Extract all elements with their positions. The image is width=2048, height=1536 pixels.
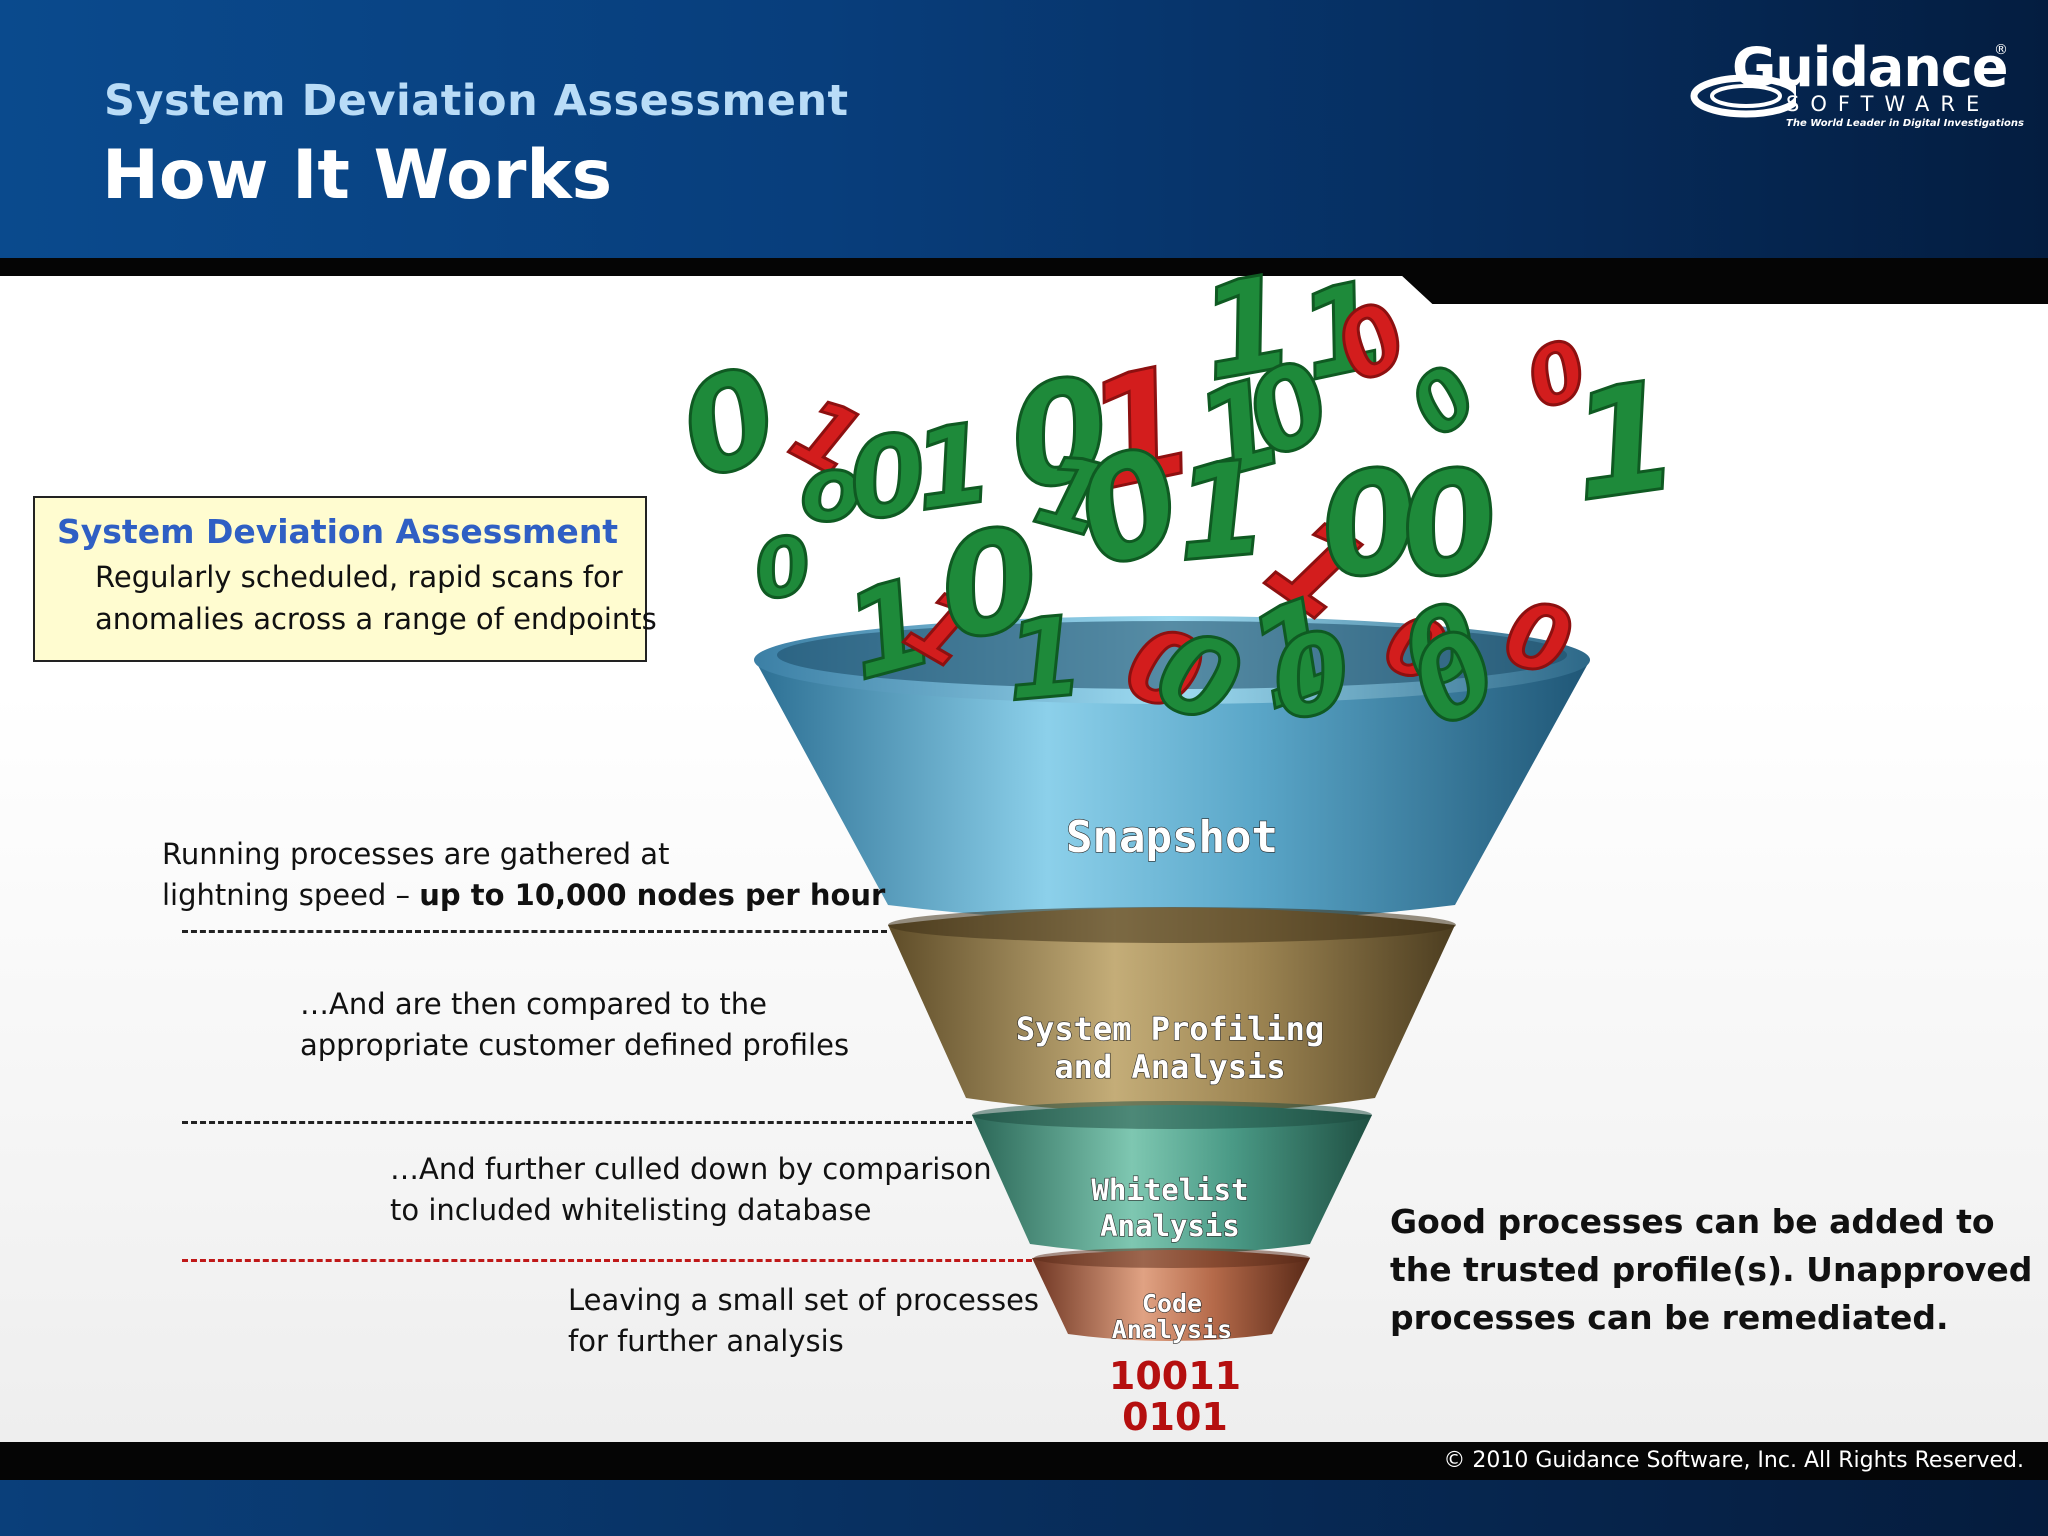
info-box: System Deviation Assessment Regularly sc… bbox=[33, 496, 657, 662]
binary-output: 10011 0101 bbox=[1080, 1356, 1270, 1438]
remediation-note-line-2: the trusted profile(s). Unapproved bbox=[1390, 1250, 2033, 1289]
stage-description-snapshot-bold: up to 10,000 nodes per hour bbox=[419, 878, 886, 912]
svg-text:1: 1 bbox=[1001, 592, 1088, 726]
info-box-line-1: Regularly scheduled, rapid scans for bbox=[95, 560, 623, 594]
logo-swoosh-icon bbox=[1690, 74, 1796, 118]
guidance-software-logo: Guidance ® SOFTWARE The World Leader in … bbox=[1686, 36, 2026, 136]
svg-text:1: 1 bbox=[1561, 349, 1689, 536]
funnel-stage-snapshot bbox=[754, 616, 1590, 923]
stage-description-snapshot-line-2: lightning speed – up to 10,000 nodes per… bbox=[162, 875, 885, 916]
logo-software: SOFTWARE bbox=[1786, 92, 1991, 116]
stage-description-profiling-line-2: appropriate customer defined profiles bbox=[300, 1028, 850, 1062]
stage-description-profiling: …And are then compared to the appropriat… bbox=[300, 984, 849, 1066]
svg-text:1: 1 bbox=[1169, 432, 1272, 591]
stage-label-code-1: Code bbox=[1142, 1289, 1202, 1318]
divider-dashed-1 bbox=[182, 930, 887, 933]
funnel-stage-whitelist bbox=[972, 1101, 1372, 1254]
stage-label-whitelist-1: Whitelist bbox=[1091, 1173, 1248, 1207]
slide-subtitle: System Deviation Assessment bbox=[104, 76, 849, 126]
copyright-text: © 2010 Guidance Software, Inc. All Right… bbox=[1443, 1448, 2024, 1473]
footer-bar bbox=[0, 1442, 2048, 1480]
svg-text:0: 0 bbox=[663, 337, 796, 510]
stage-description-code-line-2: for further analysis bbox=[568, 1324, 844, 1358]
stage-label-system-profiling-2: and Analysis bbox=[1054, 1048, 1285, 1086]
stage-label-code-2: Analysis bbox=[1112, 1315, 1232, 1344]
remediation-note-line-1: Good processes can be added to bbox=[1390, 1202, 1995, 1241]
stage-description-whitelist-line-1: …And further culled down by comparison bbox=[390, 1152, 992, 1186]
stage-description-snapshot-line-1: Running processes are gathered at bbox=[162, 837, 670, 871]
stage-label-snapshot: Snapshot bbox=[1066, 812, 1278, 863]
stage-description-whitelist-line-2: to included whitelisting database bbox=[390, 1193, 872, 1227]
header-wedge bbox=[1400, 274, 2048, 304]
stage-description-snapshot-plain: lightning speed – bbox=[162, 878, 420, 912]
binary-output-line-1: 10011 bbox=[1108, 1354, 1242, 1398]
divider-dashed-red bbox=[182, 1259, 1032, 1262]
stage-description-snapshot: Running processes are gathered at lightn… bbox=[162, 834, 885, 916]
logo-tagline: The World Leader in Digital Investigatio… bbox=[1786, 118, 2024, 129]
logo-name: Guidance bbox=[1732, 36, 2008, 99]
binary-digits-illustration: 0 1 o 0 1 0 1 1 1 1 0 1 0 0 0 1 0 1 1 0 … bbox=[661, 244, 1690, 754]
info-box-title: System Deviation Assessment bbox=[57, 512, 619, 551]
header-banner bbox=[0, 0, 2048, 260]
funnel-stage-system-profiling bbox=[888, 907, 1456, 1113]
stage-label-whitelist-2: Analysis bbox=[1100, 1209, 1240, 1243]
stage-description-whitelist: …And further culled down by comparison t… bbox=[390, 1149, 992, 1231]
logo-registered-mark: ® bbox=[1994, 42, 2008, 58]
funnel-stage-code-analysis bbox=[1032, 1248, 1310, 1341]
divider-dashed-2 bbox=[182, 1121, 972, 1124]
stage-description-code-line-1: Leaving a small set of processes bbox=[568, 1283, 1040, 1317]
svg-text:0: 0 bbox=[747, 517, 818, 618]
info-box-text: Regularly scheduled, rapid scans for ano… bbox=[95, 556, 657, 640]
slide-title: How It Works bbox=[102, 136, 613, 215]
info-box-line-2: anomalies across a range of endpoints bbox=[95, 602, 657, 636]
stage-description-code: Leaving a small set of processes for fur… bbox=[568, 1280, 1039, 1362]
header-divider bbox=[0, 258, 2048, 276]
stage-description-profiling-line-1: …And are then compared to the bbox=[300, 987, 767, 1021]
remediation-note-line-3: processes can be remediated. bbox=[1390, 1298, 1949, 1337]
binary-output-line-2: 0101 bbox=[1122, 1395, 1228, 1439]
svg-text:o: o bbox=[800, 437, 862, 542]
stage-label-system-profiling-1: System Profiling bbox=[1016, 1010, 1324, 1048]
remediation-note: Good processes can be added to the trust… bbox=[1390, 1198, 2032, 1342]
footer-banner bbox=[0, 1480, 2048, 1536]
